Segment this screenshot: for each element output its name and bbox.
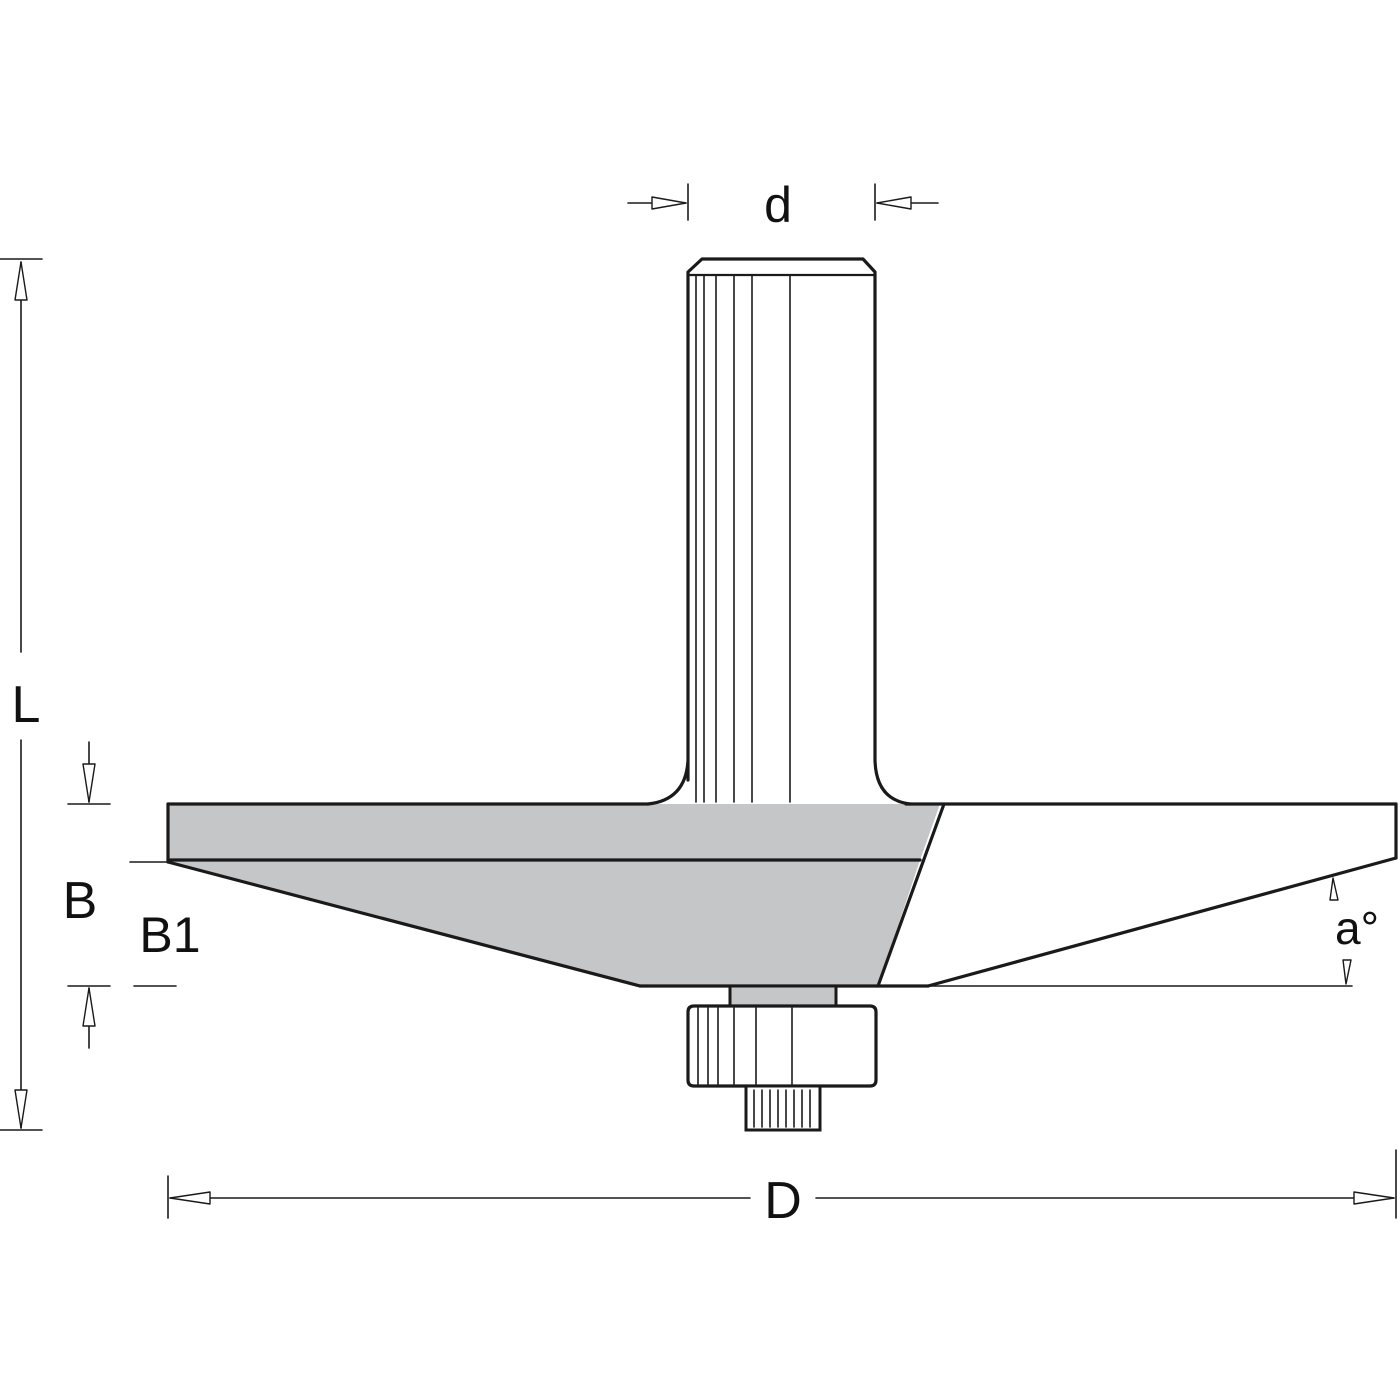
arrow-right-icon [651, 196, 687, 210]
bearing-spacer [728, 984, 838, 1008]
dimension-d: d [627, 177, 939, 233]
shank-outline [646, 257, 912, 806]
bearing-ring [686, 1004, 878, 1088]
label-b: B [63, 872, 98, 930]
cutter-grey-face [168, 804, 940, 986]
label-b1: B1 [139, 907, 200, 963]
cutter-body [166, 802, 1398, 988]
bearing [686, 984, 878, 1132]
dimension-b: B B1 [63, 741, 201, 1049]
arrow-down-icon [82, 763, 96, 803]
bearing-screw [744, 1084, 822, 1132]
arrow-down-icon [14, 1089, 28, 1129]
arrow-down-icon [1342, 959, 1352, 985]
label-angle: a° [1335, 902, 1379, 954]
label-d-diameter: D [764, 1172, 802, 1230]
cutter-white-face [878, 804, 1396, 986]
arrow-left-icon [169, 1191, 211, 1205]
dimension-angle: a° [927, 877, 1379, 987]
shank [646, 257, 912, 806]
label-d: d [764, 177, 792, 233]
label-l: L [12, 676, 41, 734]
arrow-up-icon [1329, 877, 1339, 901]
arrow-up-icon [82, 987, 96, 1027]
arrow-up-icon [14, 261, 28, 301]
dimension-cutting-diameter: D [167, 1149, 1397, 1230]
dimension-l: L [0, 258, 43, 1131]
arrow-right-icon [1353, 1191, 1395, 1205]
arrow-left-icon [876, 196, 912, 210]
